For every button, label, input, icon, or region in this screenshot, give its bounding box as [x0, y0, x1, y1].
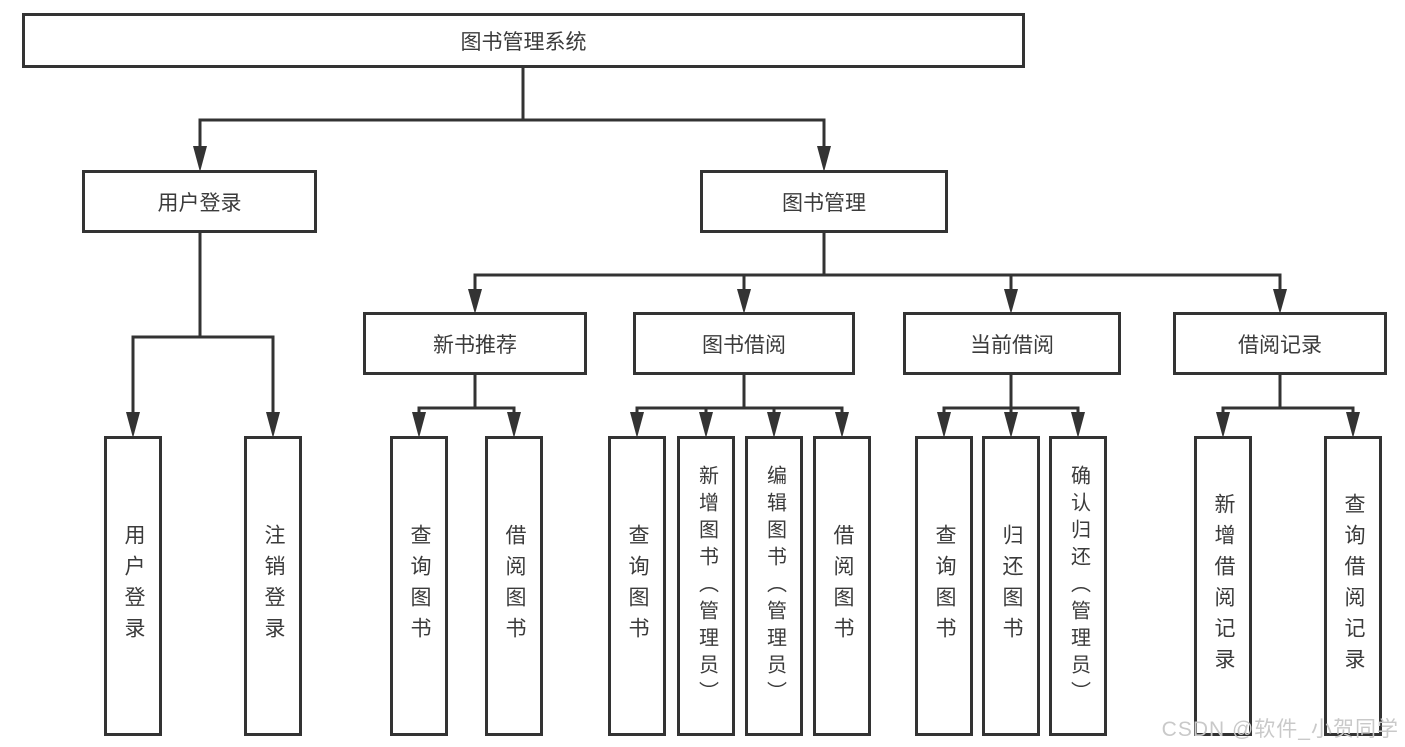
node-current-borrowing: 当前借阅: [903, 312, 1121, 375]
node-label: 新增图书（管理员）: [695, 464, 718, 708]
leaf-logout: 注销登录: [244, 436, 302, 736]
node-label: 确认归还（管理员）: [1067, 464, 1090, 708]
leaf-user-login: 用户登录: [104, 436, 162, 736]
leaf-query-books-current: 查询图书: [915, 436, 973, 736]
node-label: 借阅图书: [503, 524, 527, 648]
node-label: 图书管理: [782, 191, 866, 215]
csdn-watermark: CSDN @软件_小贺同学: [1161, 718, 1399, 741]
node-label: 当前借阅: [970, 333, 1054, 357]
node-label: 查询图书: [626, 524, 650, 648]
node-label: 查询图书: [933, 524, 957, 648]
leaf-add-borrow-record: 新增借阅记录: [1194, 436, 1252, 736]
leaf-confirm-return-admin: 确认归还（管理员）: [1049, 436, 1107, 736]
node-label: 归还图书: [1000, 524, 1024, 648]
node-label: 新书推荐: [433, 333, 517, 357]
leaf-edit-books-admin: 编辑图书（管理员）: [745, 436, 803, 736]
node-book-management: 图书管理: [700, 170, 948, 233]
node-label: 用户登录: [122, 524, 146, 648]
leaf-borrow-books-borrowing: 借阅图书: [813, 436, 871, 736]
node-book-borrowing: 图书借阅: [633, 312, 855, 375]
node-book-management-system: 图书管理系统: [22, 13, 1025, 68]
leaf-borrow-books-recommend: 借阅图书: [485, 436, 543, 736]
node-label: 借阅记录: [1238, 333, 1322, 357]
node-label: 用户登录: [157, 191, 242, 215]
leaf-return-books: 归还图书: [982, 436, 1040, 736]
node-label: 注销登录: [262, 524, 286, 648]
node-label: 图书借阅: [702, 333, 786, 357]
node-user-login: 用户登录: [82, 170, 317, 233]
node-label: 查询图书: [408, 524, 432, 648]
node-label: 新增借阅记录: [1212, 493, 1236, 679]
leaf-add-books-admin: 新增图书（管理员）: [677, 436, 735, 736]
node-label: 图书管理系统: [460, 30, 587, 54]
node-borrowing-records: 借阅记录: [1173, 312, 1387, 375]
leaf-query-books-borrowing: 查询图书: [608, 436, 666, 736]
node-label: 编辑图书（管理员）: [763, 464, 786, 708]
leaf-query-borrow-record: 查询借阅记录: [1324, 436, 1382, 736]
node-new-book-recommend: 新书推荐: [363, 312, 587, 375]
leaf-query-books-recommend: 查询图书: [390, 436, 448, 736]
node-label: 查询借阅记录: [1342, 493, 1366, 679]
node-label: 借阅图书: [831, 524, 855, 648]
